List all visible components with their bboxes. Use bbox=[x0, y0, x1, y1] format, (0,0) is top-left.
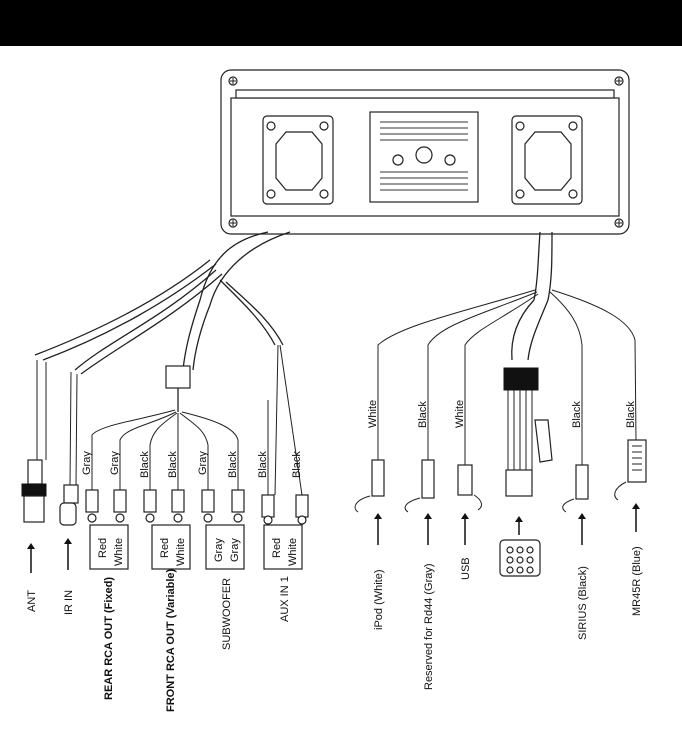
wire-label-rear-left: Gray bbox=[81, 451, 93, 475]
wire-label-rd44: Black bbox=[417, 401, 429, 428]
usb-connector bbox=[458, 465, 481, 545]
rca-aux-white: White bbox=[287, 538, 299, 566]
wire-label-sub-left: Gray bbox=[197, 451, 209, 475]
wire-label-sirius: Black bbox=[571, 401, 583, 428]
mr45r-connector bbox=[615, 440, 646, 532]
wire-label-sub-right: Black bbox=[227, 451, 239, 478]
rca-aux-red: Red bbox=[271, 538, 283, 558]
wire-label-usb: White bbox=[454, 400, 466, 428]
ant-connector bbox=[22, 460, 46, 573]
left-socket bbox=[263, 116, 333, 204]
label-ipod: iPod (White) bbox=[373, 569, 385, 630]
rca-front-white: White bbox=[175, 538, 187, 566]
head-unit bbox=[221, 70, 629, 234]
right-socket bbox=[512, 116, 582, 204]
rd44-connector bbox=[405, 460, 434, 545]
label-front-rca: FRONT RCA OUT (Variable) bbox=[165, 568, 177, 712]
multi-pin-connector bbox=[500, 516, 540, 576]
rca-plugs bbox=[86, 490, 308, 524]
screw-icon bbox=[229, 219, 237, 227]
wire-label-mr45r: Black bbox=[625, 401, 637, 428]
label-ant: ANT bbox=[26, 590, 38, 612]
label-sirius: SIRIUS (Black) bbox=[577, 566, 589, 640]
label-subwoofer: SUBWOOFER bbox=[221, 578, 233, 650]
screw-icon bbox=[229, 77, 237, 85]
ir-in-connector bbox=[60, 485, 78, 570]
sirius-connector bbox=[563, 465, 588, 545]
label-mr45r: MR45R (Blue) bbox=[631, 546, 643, 616]
rca-sub-left: Gray bbox=[213, 538, 225, 562]
rca-rear-white: White bbox=[113, 538, 125, 566]
rca-front-red: Red bbox=[159, 538, 171, 558]
heatsink bbox=[370, 112, 478, 202]
label-usb: USB bbox=[460, 557, 472, 580]
wire-label-ipod: White bbox=[367, 400, 379, 428]
wire-label-rear-right: Gray bbox=[109, 451, 121, 475]
screw-icon bbox=[615, 219, 623, 227]
right-harness bbox=[378, 232, 636, 496]
label-rear-rca: REAR RCA OUT (Fixed) bbox=[103, 577, 115, 700]
wire-label-aux-left: Black bbox=[257, 451, 269, 478]
rca-rear-red: Red bbox=[97, 538, 109, 558]
label-aux-in: AUX IN 1 bbox=[279, 576, 291, 622]
label-rd44: Reserved for Rd44 (Gray) bbox=[423, 563, 435, 690]
wire-label-front-right: Black bbox=[167, 451, 179, 478]
ipod-connector bbox=[355, 460, 384, 545]
label-ir-in: IR IN bbox=[63, 590, 75, 615]
wire-label-front-left: Black bbox=[139, 451, 151, 478]
rca-sub-right: Gray bbox=[229, 538, 241, 562]
wire-label-aux-right: Black bbox=[291, 451, 303, 478]
screw-icon bbox=[615, 77, 623, 85]
